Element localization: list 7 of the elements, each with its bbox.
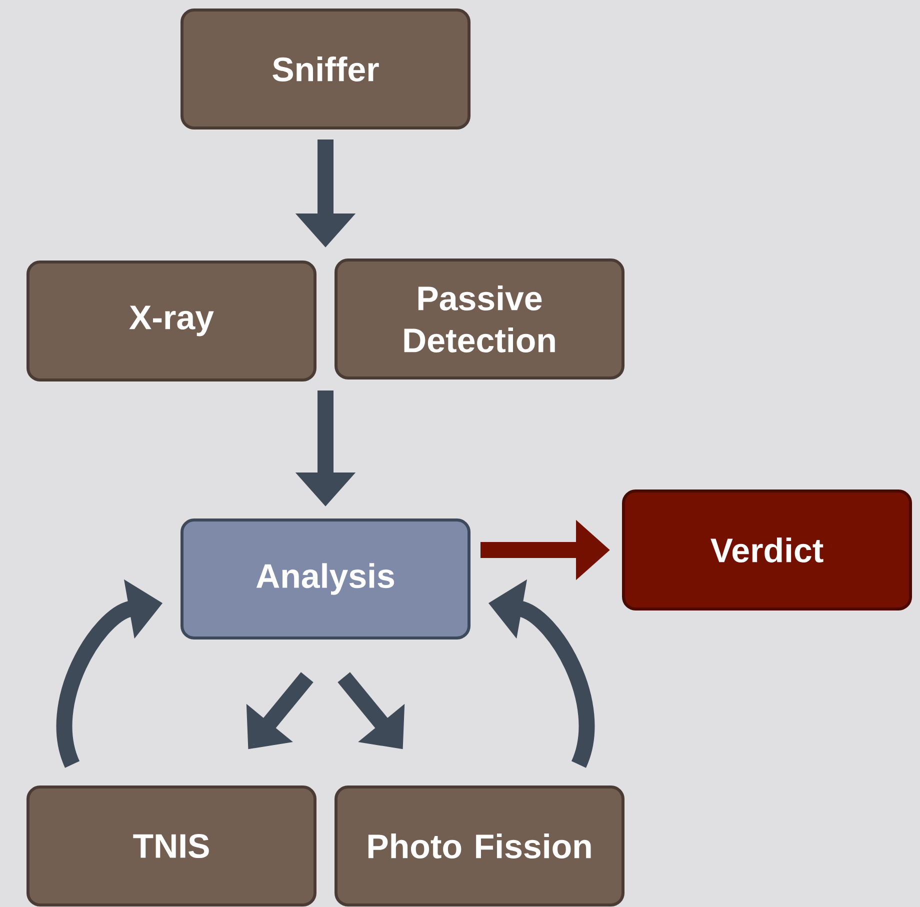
process-box: Photo Fission xyxy=(334,786,624,906)
process-box: Analysis xyxy=(180,518,470,640)
process-box: Verdict xyxy=(622,490,912,610)
process-box: X-ray xyxy=(26,260,316,382)
process-box: Passive Detection xyxy=(334,258,624,380)
process-box: Sniffer xyxy=(180,8,470,130)
process-box: TNIS xyxy=(26,786,316,906)
